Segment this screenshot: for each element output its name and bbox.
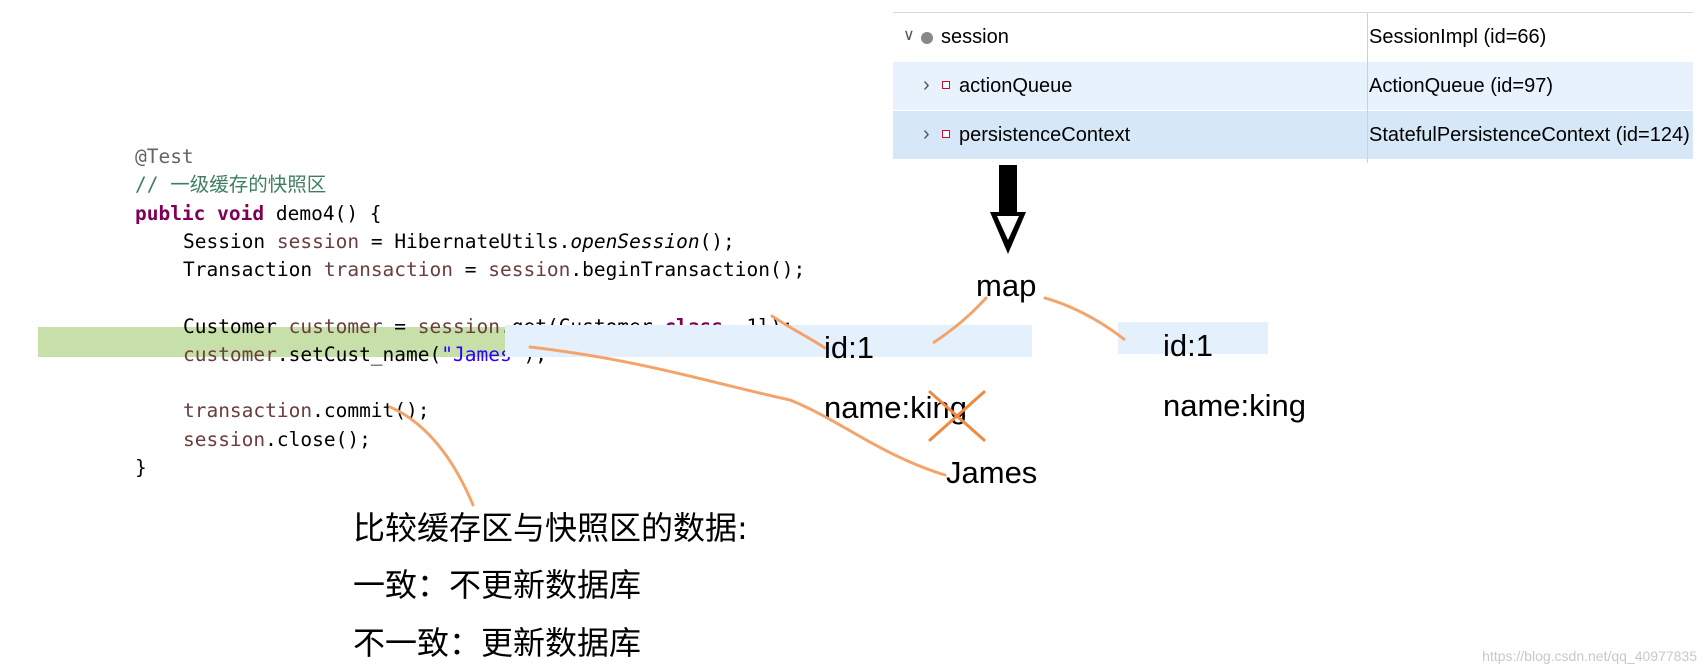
connector-commit-to-note [388,405,475,507]
chevron-right-icon[interactable]: › [923,123,930,145]
code-line-close-brace: } [88,423,147,479]
code-fragment: .setCust_name( [276,343,442,366]
method-open-session: openSession [570,230,700,253]
chevron-right-icon[interactable]: › [923,74,930,96]
code-fragment: .beginTransaction(); [570,258,806,281]
variable-row-action-queue[interactable]: › actionQueue ActionQueue (id=97) [893,62,1693,110]
keyword-public: public [134,202,206,225]
code-fragment: .close(); [265,428,371,451]
var-session-ref: session [182,428,266,451]
code-line-signature: public void demo4() { [88,169,382,225]
code-line-close: session.close(); [136,395,371,451]
annotation-text: @Test [134,145,194,168]
code-fragment: = HibernateUtils. [359,230,571,253]
connector-get-to-cache [770,314,827,350]
cache-name: name:king [824,390,968,425]
type-transaction: Transaction [182,258,313,281]
var-customer: customer [288,315,383,338]
variable-row-session[interactable]: ∨ session SessionImpl (id=66) [893,13,1693,61]
type-customer: Customer [182,315,277,338]
code-line-begin-transaction: Transaction transaction = session.beginT… [136,225,805,281]
variable-name: persistenceContext [959,124,1131,146]
variable-value: ActionQueue (id=97) [1369,75,1554,97]
var-session-ref: session [488,258,571,281]
code-fragment: (); [699,230,735,253]
private-field-icon [942,130,950,138]
debugger-variables-table: ∨ session SessionImpl (id=66) › actionQu… [893,12,1693,163]
arrow-down-icon [990,165,1026,254]
private-field-icon [942,81,950,89]
code-line-comment: // 一级缓存的快照区 [88,140,326,196]
note-inconsistent: 不一致：更新数据库 [353,624,642,662]
closing-brace: } [134,456,147,479]
snapshot-name: name:king [1163,388,1307,423]
variable-name: actionQueue [959,75,1073,97]
code-line-open-session: Session session = HibernateUtils.openSes… [136,197,735,253]
var-transaction-ref: transaction [182,399,313,422]
column-divider [1367,13,1368,163]
connector-map-to-snapshot [1043,296,1127,342]
highlighted-line-bar [38,327,508,357]
method-signature: demo4() { [264,202,382,225]
type-session: Session [182,230,266,253]
connector-map-to-cache [931,296,988,345]
var-session: session [276,230,360,253]
note-compare: 比较缓存区与快照区的数据: [353,509,748,547]
local-variable-icon [921,32,933,44]
var-session-ref: session [417,315,500,338]
var-transaction: transaction [323,258,453,281]
string-literal: "James" [441,343,524,366]
chevron-down-icon[interactable]: ∨ [903,27,915,44]
snapshot-region-band [1118,322,1268,354]
variable-value: SessionImpl (id=66) [1369,26,1547,48]
strike-cross-icon [928,390,986,442]
variable-value: StatefulPersistenceContext (id=124) [1369,124,1690,146]
note-consistent: 一致：不更新数据库 [353,566,642,604]
comment-text: // 一级缓存的快照区 [134,173,327,196]
cache-id: id:1 [824,330,874,365]
cache-region-band [505,325,1032,357]
watermark: https://blog.csdn.net/qq_40977835 [1482,648,1697,664]
var-customer-ref: customer [182,343,277,366]
code-fragment: .commit(); [312,399,430,422]
snapshot-id: id:1 [1163,328,1213,363]
variable-name: session [941,26,1009,48]
connector-set-to-james [528,345,947,477]
code-fragment: = [382,315,418,338]
code-line-commit: transaction.commit(); [136,366,430,422]
keyword-void: void [217,202,265,225]
code-line-annotation: @Test [88,112,194,168]
variable-row-persistence-context[interactable]: › persistenceContext StatefulPersistence… [893,111,1693,159]
code-fragment: = [453,258,489,281]
cache-new-value: James [946,455,1038,490]
